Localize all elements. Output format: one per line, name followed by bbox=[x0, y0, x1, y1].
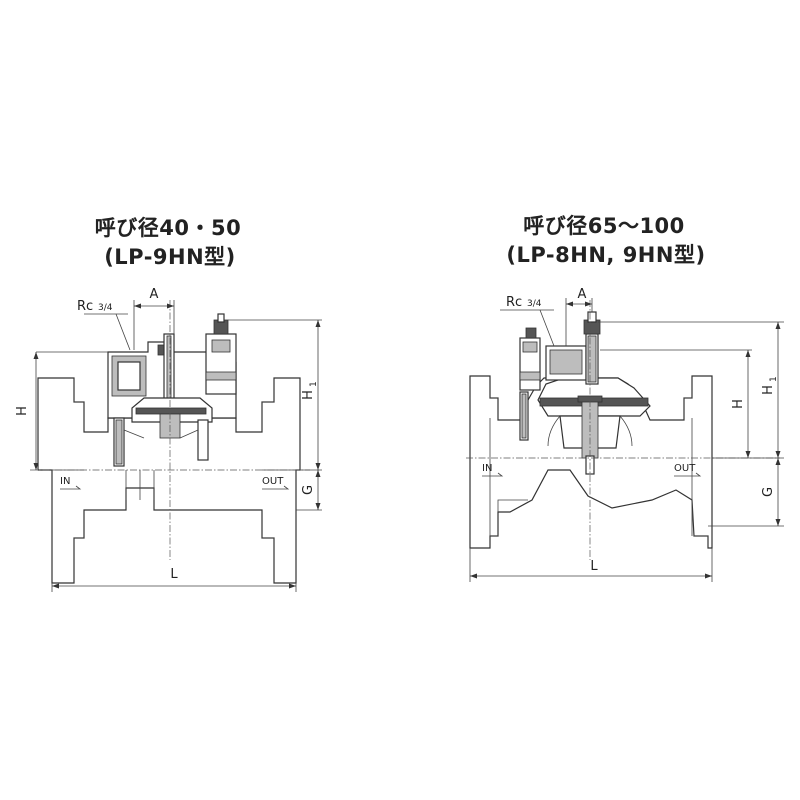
right-title-line1: 呼び径65〜100 bbox=[523, 214, 685, 238]
right-rc-fraction: 3/4 bbox=[527, 299, 542, 309]
left-title-line2: (LP-9HN型) bbox=[104, 245, 236, 269]
left-title-line1: 呼び径40・50 bbox=[95, 216, 241, 240]
left-h1-subscript: 1 bbox=[309, 381, 319, 387]
left-in-label: IN bbox=[60, 476, 70, 487]
right-title-line2: (LP-8HN, 9HN型) bbox=[506, 243, 705, 267]
left-h1-label: H bbox=[301, 390, 316, 400]
left-rc-fraction: 3/4 bbox=[98, 303, 113, 313]
left-out-label: OUT bbox=[262, 476, 284, 487]
right-l-label: L bbox=[590, 559, 598, 574]
left-g-label: G bbox=[301, 485, 316, 495]
right-diagram: 呼び径65〜100 (LP-8HN, 9HN型) bbox=[466, 214, 784, 582]
right-h-label: H bbox=[731, 399, 746, 409]
right-in-label: IN bbox=[482, 463, 492, 474]
left-upper-assembly bbox=[107, 313, 237, 467]
left-diagram: 呼び径40・50 (LP-9HN型) bbox=[15, 216, 322, 592]
left-rc-label: Rc bbox=[77, 299, 93, 314]
left-a-label: A bbox=[150, 287, 159, 302]
right-h1-label: H bbox=[761, 385, 776, 395]
right-h1-subscript: 1 bbox=[769, 376, 779, 382]
right-a-label: A bbox=[578, 287, 587, 302]
left-l-label: L bbox=[170, 567, 178, 582]
right-g-label: G bbox=[761, 487, 776, 497]
left-h-label: H bbox=[15, 406, 30, 416]
right-rc-label: Rc bbox=[506, 295, 522, 310]
right-out-label: OUT bbox=[674, 463, 696, 474]
